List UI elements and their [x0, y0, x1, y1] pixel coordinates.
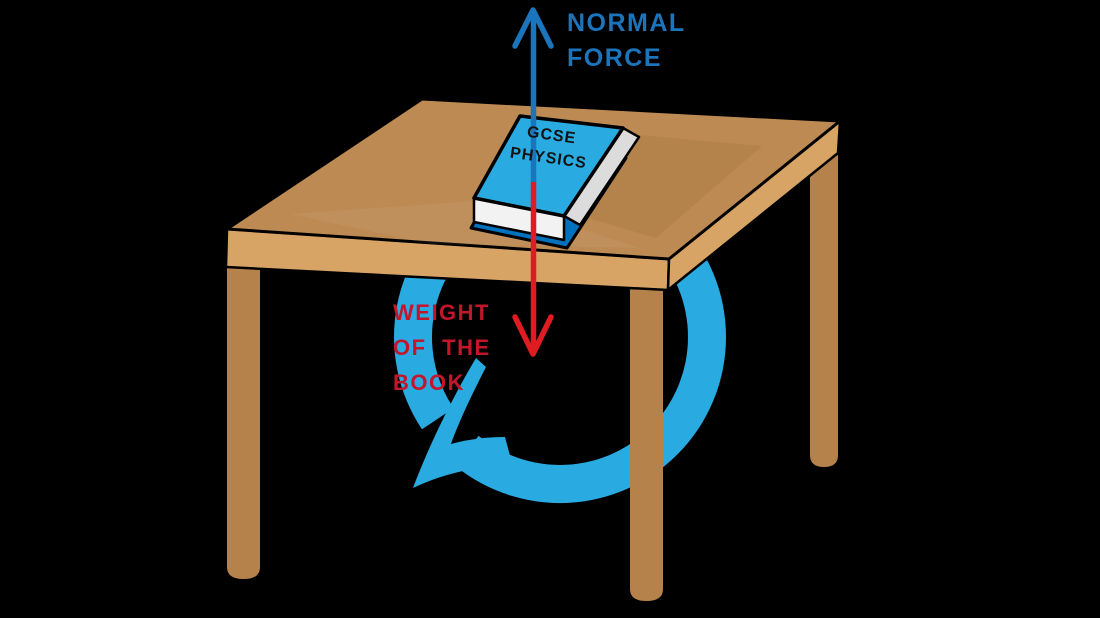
table-leg-front-right — [630, 287, 663, 601]
weight-label-line2: OF THE — [393, 335, 491, 360]
normal-force-label-line1: NORMAL — [567, 9, 686, 37]
weight-label: WEIGHT OF THE BOOK — [393, 295, 491, 400]
weight-arrowhead — [512, 314, 554, 357]
table-leg-back-right — [810, 152, 838, 467]
weight-label-line1: WEIGHT — [393, 300, 490, 325]
normal-force-arrowhead — [512, 7, 554, 49]
logo-tail — [413, 358, 513, 488]
table-leg-front-left — [227, 266, 260, 579]
normal-force-label-line2: FORCE — [567, 44, 662, 72]
weight-label-line3: BOOK — [393, 370, 465, 395]
normal-force-label: NORMAL FORCE — [567, 6, 686, 76]
